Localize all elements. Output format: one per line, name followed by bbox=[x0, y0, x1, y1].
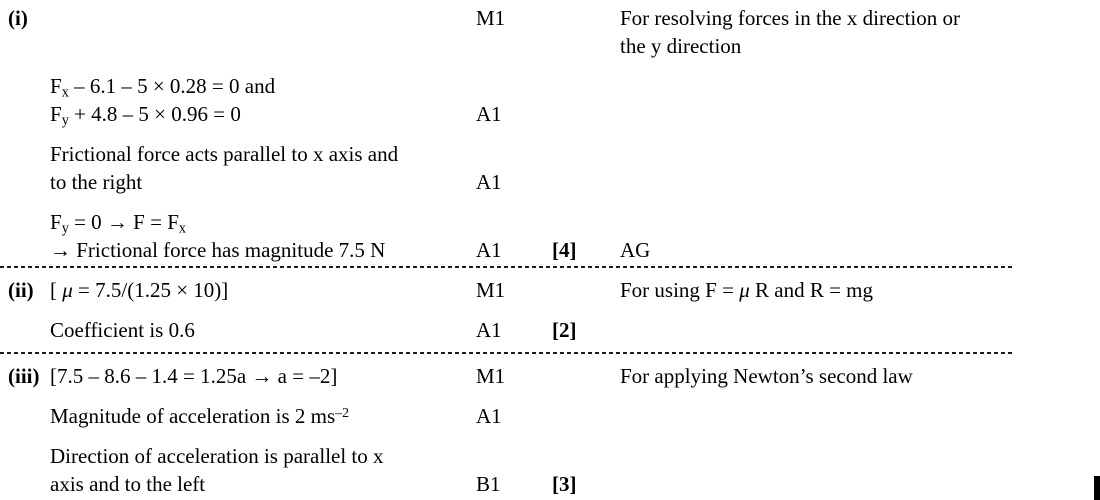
content-line: axis and to the left bbox=[50, 470, 476, 498]
mark-code-cell: A1 bbox=[476, 72, 552, 128]
content-line: Direction of acceleration is parallel to… bbox=[50, 442, 476, 470]
content-line: Fx – 6.1 – 5 × 0.28 = 0 and bbox=[50, 72, 476, 100]
content-line: → Frictional force has magnitude 7.5 N bbox=[50, 236, 476, 264]
text-run: = 7.5/(1.25 × 10)] bbox=[72, 278, 229, 302]
section-iii: (iii) [7.5 – 8.6 – 1.4 = 1.25a → a = –2] M… bbox=[0, 354, 1100, 498]
mark-code: A1 bbox=[476, 318, 502, 342]
comment-cell: AG bbox=[620, 208, 1100, 264]
text-run: Coefficient is 0.6 bbox=[50, 318, 195, 342]
content-line: [ μ = 7.5/(1.25 × 10)] bbox=[50, 276, 476, 304]
text-run: R and R = mg bbox=[749, 278, 874, 302]
part-label: (iii) bbox=[8, 364, 40, 388]
working-content: Fy = 0 → F = Fx→ Frictional force has ma… bbox=[50, 208, 476, 264]
greek-mu: μ bbox=[62, 278, 73, 302]
total-marks-cell: [2] bbox=[552, 316, 620, 344]
mark-row: Direction of acceleration is parallel to… bbox=[0, 442, 1100, 498]
content-line: Frictional force acts parallel to x axis… bbox=[50, 140, 476, 168]
mark-code: A1 bbox=[476, 404, 502, 428]
text-run: axis and to the left bbox=[50, 472, 206, 496]
content-line: Coefficient is 0.6 bbox=[50, 316, 476, 344]
content-line: to the right bbox=[50, 168, 476, 196]
mark-code-cell: M1 bbox=[476, 276, 552, 304]
text-run: – 6.1 – 5 × 0.28 = 0 and bbox=[68, 74, 276, 98]
comment-line: For using F = μ R and R = mg bbox=[620, 276, 1100, 304]
mark-code: M1 bbox=[476, 6, 506, 30]
text-run: Frictional force acts parallel to x axis… bbox=[50, 142, 399, 166]
mark-code: M1 bbox=[476, 364, 506, 388]
working-content: Coefficient is 0.6 bbox=[50, 316, 476, 344]
comment-line: For resolving forces in the x direction … bbox=[620, 6, 960, 30]
working-content: Direction of acceleration is parallel to… bbox=[50, 442, 476, 498]
total-marks: [3] bbox=[552, 472, 577, 496]
comment-line: For applying Newton’s second law bbox=[620, 364, 913, 388]
total-marks: [2] bbox=[552, 318, 577, 342]
text-run: to the right bbox=[50, 170, 143, 194]
mark-code-cell: A1 bbox=[476, 402, 552, 430]
total-marks-cell: [3] bbox=[552, 442, 620, 498]
mark-code-cell: B1 bbox=[476, 442, 552, 498]
comment-cell: For applying Newton’s second law bbox=[620, 362, 1100, 390]
mark-row: Frictional force acts parallel to x axis… bbox=[0, 140, 1100, 196]
mark-row: (iii) [7.5 – 8.6 – 1.4 = 1.25a → a = –2] M… bbox=[0, 362, 1100, 390]
working-content: [ μ = 7.5/(1.25 × 10)] bbox=[50, 276, 476, 304]
subscript: x bbox=[178, 220, 187, 237]
working-content: Frictional force acts parallel to x axis… bbox=[50, 140, 476, 196]
text-run: F bbox=[50, 74, 62, 98]
text-run: [ bbox=[50, 278, 63, 302]
text-run: Magnitude of acceleration is 2 ms bbox=[50, 404, 336, 428]
comment-cell: For using F = μ R and R = mg bbox=[620, 276, 1100, 304]
part-label: (ii) bbox=[8, 278, 34, 302]
total-marks-cell bbox=[552, 140, 620, 168]
content-line: [7.5 – 8.6 – 1.4 = 1.25a → a = –2] bbox=[50, 362, 476, 390]
text-run: [7.5 – 8.6 – 1.4 = 1.25a → a = –2] bbox=[50, 364, 338, 388]
answer-given-note: AG bbox=[620, 238, 651, 262]
mark-row: Fy = 0 → F = Fx→ Frictional force has ma… bbox=[0, 208, 1100, 264]
mark-code-cell: A1 bbox=[476, 208, 552, 264]
mark-code-cell: M1 bbox=[476, 4, 552, 32]
text-run: F bbox=[50, 102, 62, 126]
working-content: Magnitude of acceleration is 2 ms–2 bbox=[50, 402, 476, 430]
subscript: x bbox=[61, 84, 69, 101]
mark-code: A1 bbox=[476, 102, 502, 126]
mark-code: M1 bbox=[476, 278, 506, 302]
content-line: Fy = 0 → F = Fx bbox=[50, 208, 476, 236]
total-marks-cell: [4] bbox=[552, 208, 620, 264]
text-run: → Frictional force has magnitude 7.5 N bbox=[50, 238, 386, 262]
mark-code: A1 bbox=[476, 238, 502, 262]
content-line: Magnitude of acceleration is 2 ms–2 bbox=[50, 402, 476, 430]
content-line: Fy + 4.8 – 5 × 0.96 = 0 bbox=[50, 100, 476, 128]
mark-code: B1 bbox=[476, 472, 501, 496]
part-label: (i) bbox=[8, 6, 28, 30]
subscript: y bbox=[61, 112, 69, 129]
text-run: F bbox=[50, 210, 62, 234]
comment-cell: For resolving forces in the x direction … bbox=[620, 4, 1100, 60]
total-marks: [4] bbox=[552, 238, 577, 262]
mark-code-cell: M1 bbox=[476, 362, 552, 390]
text-run: + 4.8 – 5 × 0.96 = 0 bbox=[68, 102, 241, 126]
greek-mu: μ bbox=[739, 278, 750, 302]
total-marks-cell bbox=[552, 72, 620, 100]
mark-code-cell: A1 bbox=[476, 140, 552, 196]
text-run: Direction of acceleration is parallel to… bbox=[50, 444, 384, 468]
superscript: –2 bbox=[335, 404, 350, 420]
mark-row: Coefficient is 0.6 A1 [2] bbox=[0, 316, 1100, 344]
text-run: For using F = bbox=[620, 278, 740, 302]
mark-row: (i) M1 For resolving forces in the x direc… bbox=[0, 4, 1100, 60]
scan-artifact-mark bbox=[1094, 476, 1100, 500]
section-i: (i) M1 For resolving forces in the x direc… bbox=[0, 4, 1100, 264]
text-run: = 0 → F = F bbox=[68, 210, 179, 234]
subscript: y bbox=[61, 220, 69, 237]
dotted-divider bbox=[0, 266, 1012, 268]
dotted-divider bbox=[0, 352, 1012, 354]
comment-line: the y direction bbox=[620, 34, 742, 58]
mark-code-cell: A1 bbox=[476, 316, 552, 344]
mark-code: A1 bbox=[476, 170, 502, 194]
working-content: [7.5 – 8.6 – 1.4 = 1.25a → a = –2] bbox=[50, 362, 476, 390]
